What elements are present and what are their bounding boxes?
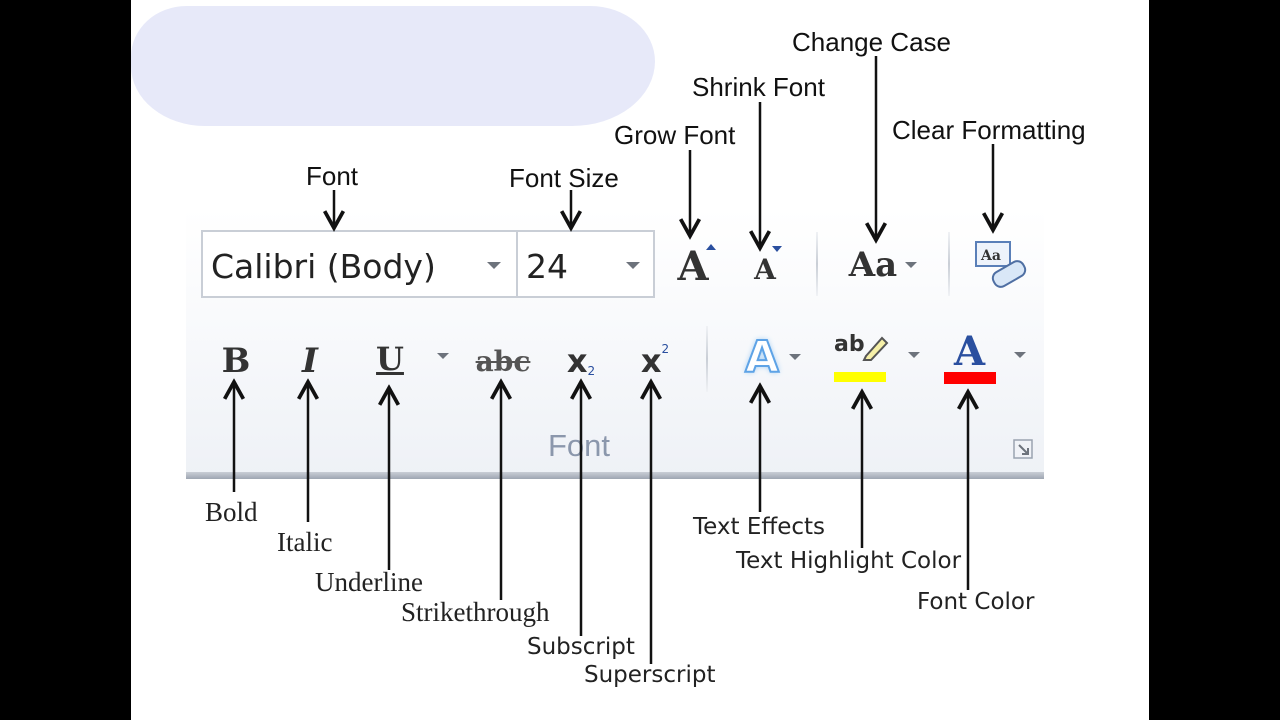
label-superscript: Superscript — [584, 662, 716, 688]
highlight-color-bar — [834, 372, 886, 382]
up-triangle-icon — [706, 244, 716, 250]
label-italic: Italic — [277, 527, 333, 557]
label-text-highlight-color: Text Highlight Color — [736, 548, 962, 574]
font-name-combo[interactable]: Calibri (Body) — [201, 230, 518, 298]
italic-button[interactable]: I — [288, 336, 332, 386]
chevron-down-icon[interactable] — [487, 262, 501, 269]
shrink-font-icon: A — [754, 252, 776, 286]
text-effects-icon: A — [744, 331, 780, 384]
superscript-icon: x — [640, 342, 662, 380]
font-color-bar — [944, 372, 996, 384]
underline-button[interactable]: U — [368, 334, 412, 384]
change-case-icon: Aa — [848, 245, 898, 285]
bold-icon: B — [221, 341, 251, 381]
separator — [706, 326, 708, 392]
grow-font-icon: A — [677, 242, 709, 290]
label-change-case: Change Case — [792, 27, 951, 57]
label-text-effects: Text Effects — [693, 514, 826, 540]
font-name-value: Calibri (Body) — [211, 247, 436, 286]
separator — [816, 232, 818, 296]
label-subscript: Subscript — [527, 634, 635, 660]
clear-box-text: Aa — [980, 248, 1001, 264]
underline-icon: U — [376, 340, 404, 378]
label-bold: Bold — [205, 497, 258, 527]
font-color-button[interactable]: A — [942, 328, 1034, 386]
font-color-icon: A — [954, 328, 986, 375]
pen-icon — [862, 336, 889, 361]
subscript-button[interactable]: x 2 — [556, 336, 606, 386]
change-case-button[interactable]: Aa — [840, 240, 926, 290]
clear-formatting-button[interactable]: Aa — [970, 236, 1032, 292]
chevron-down-icon[interactable] — [1014, 352, 1026, 358]
chevron-down-icon[interactable] — [789, 354, 802, 360]
label-font: Font — [306, 161, 359, 191]
strikethrough-icon: abc — [475, 344, 531, 378]
label-strikethrough: Strikethrough — [401, 597, 550, 627]
subscript-icon: x — [566, 342, 588, 380]
superscript-button[interactable]: x 2 — [630, 336, 680, 386]
label-font-color: Font Color — [917, 589, 1035, 615]
chevron-down-icon[interactable] — [437, 353, 449, 359]
highlight-icon: ab — [834, 332, 865, 357]
shrink-font-button[interactable]: A — [742, 246, 788, 290]
label-shrink-font: Shrink Font — [692, 72, 825, 102]
bold-button[interactable]: B — [212, 336, 260, 386]
separator — [948, 232, 950, 296]
down-triangle-icon — [772, 246, 782, 252]
font-size-value: 24 — [526, 247, 568, 286]
chevron-down-icon[interactable] — [626, 262, 640, 269]
text-effects-button[interactable]: A — [730, 328, 816, 386]
chevron-down-icon[interactable] — [908, 352, 920, 358]
strikethrough-button[interactable]: abc — [474, 336, 532, 386]
label-font-size: Font Size — [509, 163, 619, 193]
font-size-combo[interactable]: 24 — [516, 230, 655, 298]
dialog-launcher-icon[interactable] — [1012, 438, 1034, 460]
grow-font-button[interactable]: A — [668, 240, 718, 292]
chevron-down-icon[interactable] — [905, 262, 918, 268]
redacted-blob — [131, 6, 655, 126]
subscript-digit: 2 — [587, 364, 596, 378]
text-highlight-color-button[interactable]: ab — [832, 330, 928, 386]
eraser-icon: Aa — [975, 241, 1027, 288]
superscript-digit: 2 — [661, 342, 670, 356]
italic-icon: I — [302, 341, 318, 381]
label-clear-formatting: Clear Formatting — [892, 115, 1086, 145]
group-label: Font — [548, 428, 611, 463]
ribbon-bottom-border — [186, 472, 1044, 479]
label-grow-font: Grow Font — [614, 120, 736, 150]
label-underline: Underline — [315, 567, 423, 597]
